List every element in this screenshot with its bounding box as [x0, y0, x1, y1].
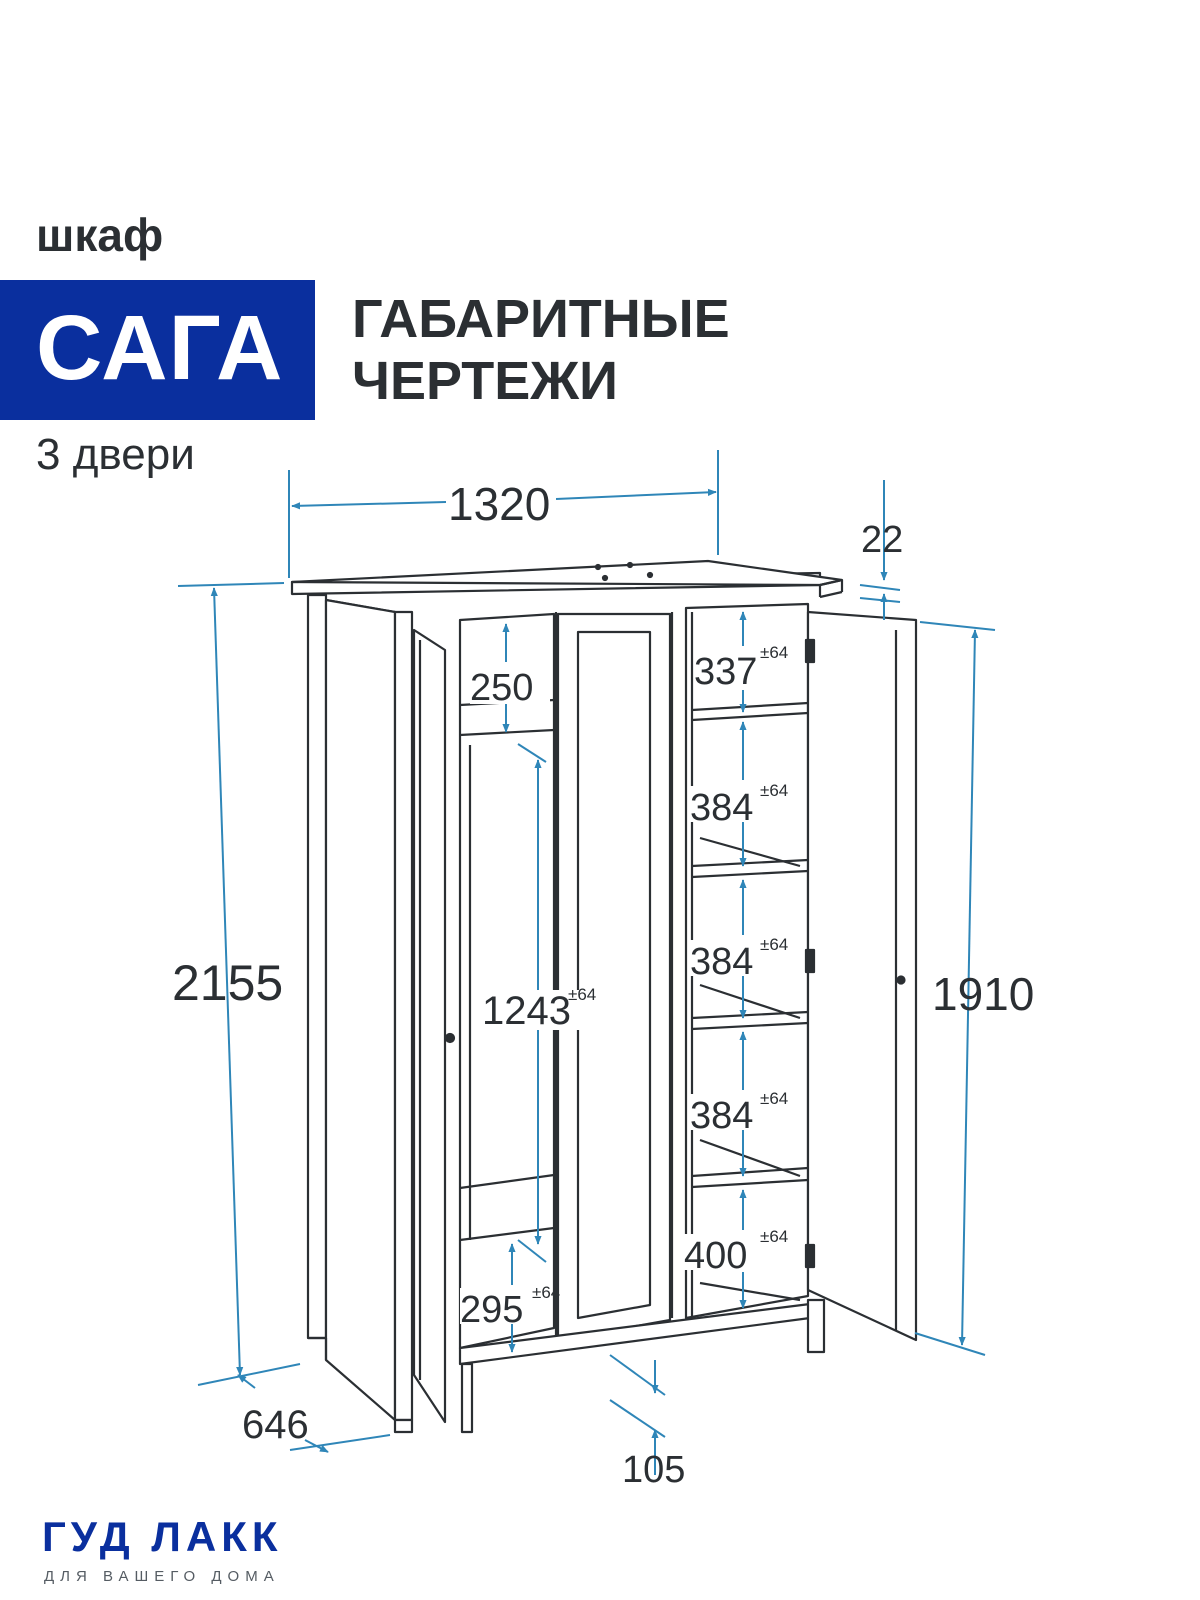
- shelf-5-dimension: 400: [684, 1235, 747, 1277]
- left-top-label-bg: [470, 666, 550, 704]
- shelf-1-dimension: 337: [694, 651, 757, 693]
- product-type: шкаф: [36, 209, 164, 261]
- brand-logo: ГУД ЛАКК: [42, 1513, 283, 1560]
- total-height-dimension: 2155: [172, 955, 283, 1011]
- shelf-1-tolerance: ±64: [760, 643, 788, 662]
- hanging-height-dimension: 1243: [482, 989, 571, 1033]
- shelf-4-dimension: 384: [690, 1095, 753, 1137]
- shelf-5-tolerance: ±64: [760, 1227, 788, 1246]
- left-bottom-label-bg: [460, 1288, 540, 1324]
- shelf-5-label-bg: [684, 1234, 762, 1270]
- left-bottom-tolerance: ±64: [532, 1283, 560, 1302]
- shelf-3-dimension: 384: [690, 941, 753, 983]
- shelf-3-tolerance: ±64: [760, 935, 788, 954]
- product-variant: 3 двери: [36, 430, 195, 479]
- hanging-height-tolerance: ±64: [568, 985, 596, 1004]
- brand-tagline: ДЛЯ ВАШЕГО ДОМА: [44, 1568, 280, 1585]
- door-height-dimension: 1910: [932, 968, 1034, 1020]
- shelf-4-label-bg: [690, 1094, 762, 1130]
- drawings-title-line-2: ЧЕРТЕЖИ: [352, 351, 618, 411]
- shelf-2-tolerance: ±64: [760, 781, 788, 800]
- shelf-4-tolerance: ±64: [760, 1089, 788, 1108]
- product-name-band: [0, 280, 315, 420]
- top-thickness-dimension: 22: [861, 519, 903, 561]
- width-dimension: 1320: [448, 478, 550, 530]
- dimension-lines: [177, 450, 996, 1475]
- drawings-title: ГАБАРИТНЫЕ ЧЕРТЕЖИ: [352, 288, 730, 412]
- shelf-2-label-bg: [690, 786, 762, 822]
- width-label-bg: [448, 478, 556, 528]
- shelf-3-label-bg: [690, 940, 762, 976]
- hanging-label-bg: [482, 990, 592, 1030]
- plinth-height-dimension: 105: [622, 1449, 685, 1491]
- left-bottom-dimension: 295: [460, 1289, 523, 1331]
- wardrobe-outline: [290, 559, 918, 1434]
- left-top-shelf-dimension: 250: [470, 667, 533, 709]
- shelf-1-label-bg: [694, 650, 766, 686]
- product-name: САГА: [36, 297, 284, 399]
- shelf-2-dimension: 384: [690, 787, 753, 829]
- drawings-title-line-1: ГАБАРИТНЫЕ: [352, 289, 730, 349]
- depth-dimension: 646: [242, 1403, 309, 1447]
